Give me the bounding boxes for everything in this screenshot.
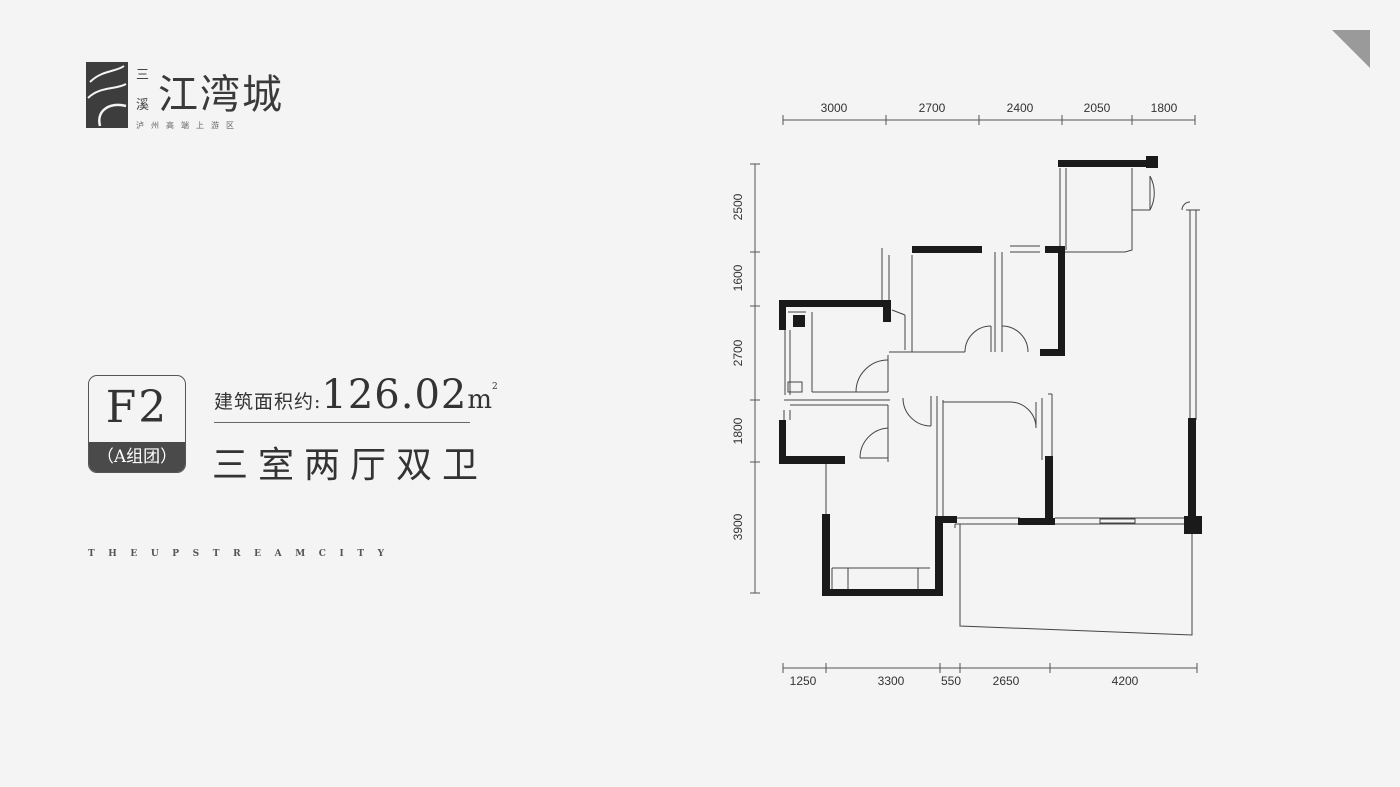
divider: [214, 422, 470, 423]
dim-top-0: 3000: [821, 101, 848, 115]
thin-walls: [783, 168, 1200, 636]
brand-name: 江湾城: [158, 72, 284, 118]
dim-bottom-2: 550: [941, 674, 961, 688]
corner-triangle: [1332, 30, 1370, 68]
dim-left-2: 2700: [731, 339, 745, 366]
dim-left: 2500 1600 2700 1800 3900: [731, 193, 745, 540]
brand-logo: 三 溪 江湾城 泸州高端上游区: [86, 60, 286, 132]
dim-top-4: 1800: [1151, 101, 1178, 115]
unit-group: （A组团）: [89, 442, 185, 472]
brand-prefix-bottom: 溪: [136, 98, 150, 113]
unit-badge: F2 （A组团）: [88, 375, 186, 473]
area-unit-sup: 2: [492, 382, 498, 392]
dim-left-1: 1600: [731, 264, 745, 291]
dim-bottom-3: 2650: [993, 674, 1020, 688]
slogan: THEUPSTREAMCITY: [88, 549, 398, 559]
dim-bottom-0: 1250: [790, 674, 817, 688]
dimension-lines: [750, 115, 1198, 673]
floor-plan: 3000 2700 2400 2050 1800 1250 3300 550 2…: [731, 101, 1202, 688]
dim-top: 3000 2700 2400 2050 1800: [821, 101, 1178, 115]
room-layout: 三室两厅双卫: [212, 445, 489, 486]
dim-left-0: 2500: [731, 193, 745, 220]
dim-left-4: 3900: [731, 513, 745, 540]
unit-code: F2: [105, 382, 169, 433]
dim-top-1: 2700: [919, 101, 946, 115]
dim-top-3: 2050: [1084, 101, 1111, 115]
area-line: 建筑面积约:126.02m2: [214, 372, 498, 418]
dim-left-3: 1800: [731, 417, 745, 444]
dim-top-2: 2400: [1007, 101, 1034, 115]
brand-tagline: 泸州高端上游区: [136, 121, 241, 130]
logo-mark-icon: [86, 62, 128, 128]
brand-prefix-top: 三: [136, 68, 150, 83]
area-value: 126.02: [321, 372, 468, 418]
thick-walls: [779, 156, 1202, 596]
area-label: 建筑面积约:: [214, 391, 322, 413]
dim-bottom-1: 3300: [878, 674, 905, 688]
area-unit: m: [467, 385, 493, 415]
dim-bottom-4: 4200: [1112, 674, 1139, 688]
dim-bottom: 1250 3300 550 2650 4200: [790, 674, 1139, 688]
